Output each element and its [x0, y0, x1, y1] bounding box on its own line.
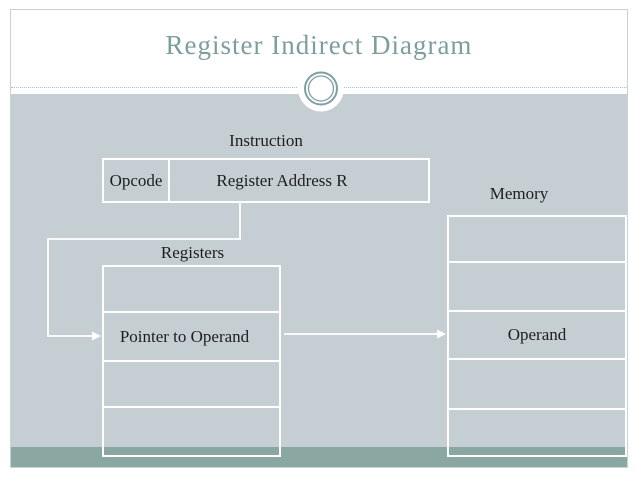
instruction-box: Opcode Register Address R: [102, 158, 430, 203]
opcode-cell: Opcode: [104, 160, 170, 201]
registers-table: Pointer to Operand: [102, 265, 281, 457]
memory-row: [449, 360, 625, 410]
registers-title: Registers: [160, 243, 225, 262]
slide-title: Register Indirect Diagram: [165, 30, 473, 60]
footer-band: [11, 447, 627, 467]
ornament-circle-icon: [297, 64, 345, 113]
memory-row-operand: Operand: [449, 312, 625, 360]
memory-title: Memory: [489, 184, 549, 203]
instruction-title: Instruction: [229, 131, 303, 150]
memory-table: Operand: [447, 215, 627, 457]
register-row: [104, 362, 279, 408]
register-row: [104, 267, 279, 313]
register-row-pointer-to-operand: Pointer to Operand: [104, 313, 279, 362]
memory-row: [449, 263, 625, 312]
memory-row: [449, 410, 625, 455]
memory-row: [449, 217, 625, 263]
register-row: [104, 408, 279, 455]
register-address-cell: Register Address R: [216, 170, 348, 190]
